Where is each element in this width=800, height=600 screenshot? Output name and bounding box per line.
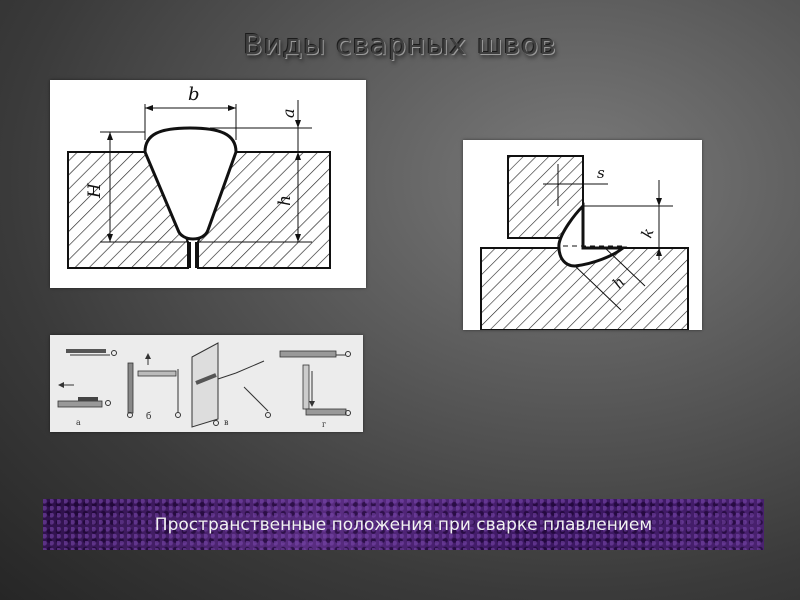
label-s: s [597,164,605,182]
label-pos-v: в [224,418,229,427]
label-b: b [188,84,200,105]
weld-bead [143,126,238,241]
butt-weld-diagram: b a H h [50,80,366,288]
fillet-weld-diagram: s k h [463,140,702,330]
label-pos-b: б [146,411,151,422]
position-b: б [127,353,181,422]
welding-positions-diagram: а б в [50,335,363,432]
label-k: k [638,226,658,241]
label-h: h [275,195,295,206]
slide-title: Виды сварных швов [243,28,557,61]
label-pos-a: а [76,418,81,427]
caption-bar: Пространственные положения при сварке пл… [43,499,764,550]
label-H: H [85,182,105,199]
position-g: г [279,350,351,429]
label-a: a [279,108,298,118]
caption-text: Пространственные положения при сварке пл… [154,514,653,535]
position-v: в [191,342,271,428]
label-pos-g: г [322,420,326,429]
position-a: а [57,349,117,427]
